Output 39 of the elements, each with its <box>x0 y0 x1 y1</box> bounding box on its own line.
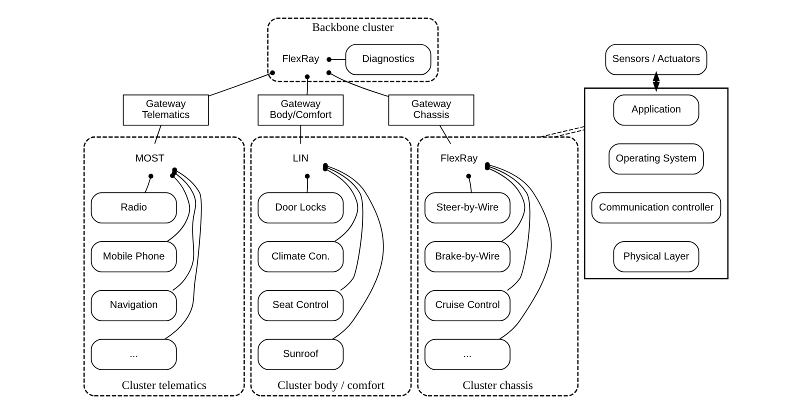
node-box: Physical Layer <box>612 241 699 272</box>
node-box: Radio <box>90 192 176 224</box>
connector <box>326 70 389 97</box>
node-box: Seat Control <box>257 290 344 322</box>
node-text: FlexRay <box>440 154 478 165</box>
connector <box>326 57 346 62</box>
connector <box>304 174 310 194</box>
connector <box>553 129 585 138</box>
cluster <box>584 88 728 280</box>
node-box: Steer-by-Wire <box>424 192 510 224</box>
node-box: Application <box>612 94 699 126</box>
node-box: Door Locks <box>257 192 344 224</box>
node-box: Sensors / Actuators <box>604 44 707 76</box>
connector <box>438 124 451 144</box>
node-text: MOST <box>134 154 164 165</box>
connector <box>207 70 274 97</box>
connector <box>300 124 301 144</box>
node-box: Cruise Control <box>424 290 510 322</box>
node-box: Gateway Chassis <box>388 94 474 126</box>
connector <box>154 124 161 144</box>
node-box: Diagnostics <box>344 44 431 76</box>
node-box: Gateway Telematics <box>122 94 208 126</box>
connector <box>304 74 310 96</box>
node-text: LIN <box>292 154 308 165</box>
connector <box>539 126 585 138</box>
node-box: Brake-by-Wire <box>424 241 510 272</box>
node-box: Communication controller <box>590 192 721 224</box>
node-box: ... <box>424 338 510 370</box>
node-text: FlexRay <box>282 54 319 66</box>
node-box: Sunroof <box>257 338 344 370</box>
connector <box>466 174 472 194</box>
node-box: Operating System <box>608 143 704 175</box>
node-box: Climate Con. <box>257 241 344 272</box>
node-box: ... <box>90 338 176 370</box>
connector <box>164 167 202 340</box>
node-box: Gateway Body/Comfort <box>257 94 344 126</box>
node-box: Mobile Phone <box>90 241 176 272</box>
node-box: Navigation <box>90 290 176 322</box>
connector <box>144 174 153 194</box>
